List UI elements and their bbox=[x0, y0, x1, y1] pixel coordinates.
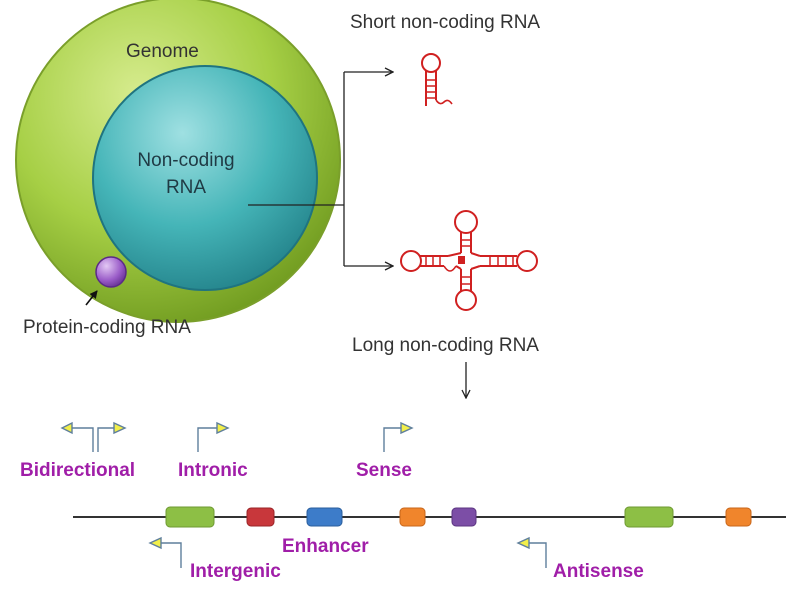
exon-green bbox=[165, 506, 215, 528]
exon-blue bbox=[306, 507, 343, 527]
branch-connector bbox=[248, 72, 393, 266]
intronic-label: Intronic bbox=[178, 460, 248, 481]
pointer-arrow-icon bbox=[85, 290, 98, 306]
exon-orange bbox=[399, 507, 426, 527]
tss-arrow-intergenic bbox=[148, 536, 182, 568]
genome-label: Genome bbox=[126, 41, 199, 62]
long-ncrna-label: Long non-coding RNA bbox=[352, 335, 539, 356]
exon-purple bbox=[451, 507, 477, 527]
intergenic-label: Intergenic bbox=[190, 561, 281, 582]
antisense-label: Antisense bbox=[553, 561, 644, 582]
protein-coding-circle bbox=[95, 256, 127, 288]
sense-label: Sense bbox=[356, 460, 412, 481]
protein-coding-label: Protein-coding RNA bbox=[23, 317, 191, 338]
noncoding-label-line2: RNA bbox=[166, 177, 206, 198]
tss-arrow-bidirectional bbox=[60, 421, 127, 452]
noncoding-label-line1: Non-coding bbox=[137, 150, 234, 171]
bidirectional-label: Bidirectional bbox=[20, 460, 135, 481]
noncoding-rna-circle bbox=[92, 65, 318, 291]
tss-arrow-intronic bbox=[197, 421, 230, 452]
branched-rna-icon bbox=[400, 210, 538, 311]
enhancer-label: Enhancer bbox=[282, 536, 369, 557]
tss-arrow-sense bbox=[383, 421, 414, 452]
hairpin-rna-icon bbox=[421, 53, 453, 106]
tss-arrow-antisense bbox=[516, 536, 547, 568]
exon-orange-2 bbox=[725, 507, 752, 527]
short-ncrna-label: Short non-coding RNA bbox=[350, 12, 540, 33]
exon-green-2 bbox=[624, 506, 674, 528]
exon-red bbox=[246, 507, 275, 527]
